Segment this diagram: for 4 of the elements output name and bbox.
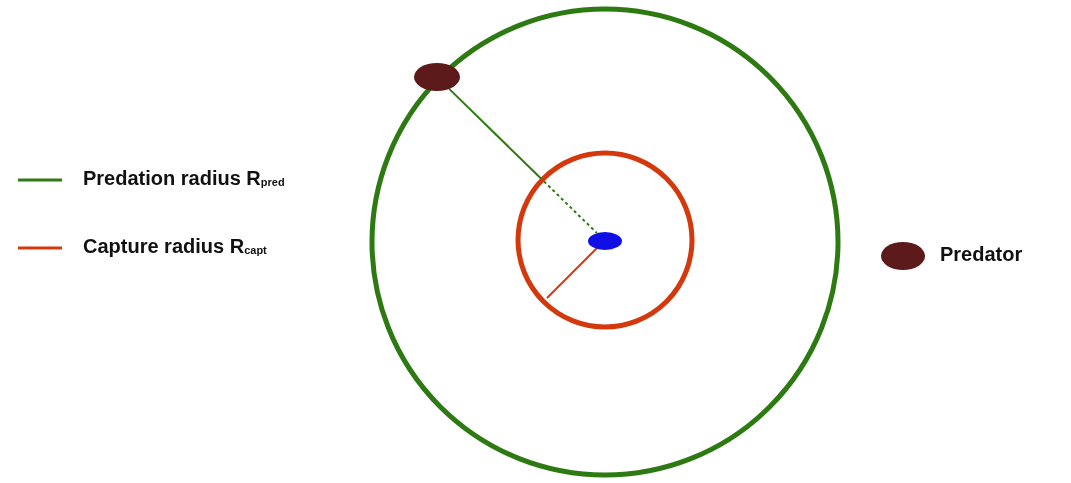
predator-ellipse [414, 63, 460, 91]
distance-line [448, 87, 598, 235]
prey-ellipse [588, 232, 622, 250]
legend-label: Predator [940, 243, 1023, 266]
